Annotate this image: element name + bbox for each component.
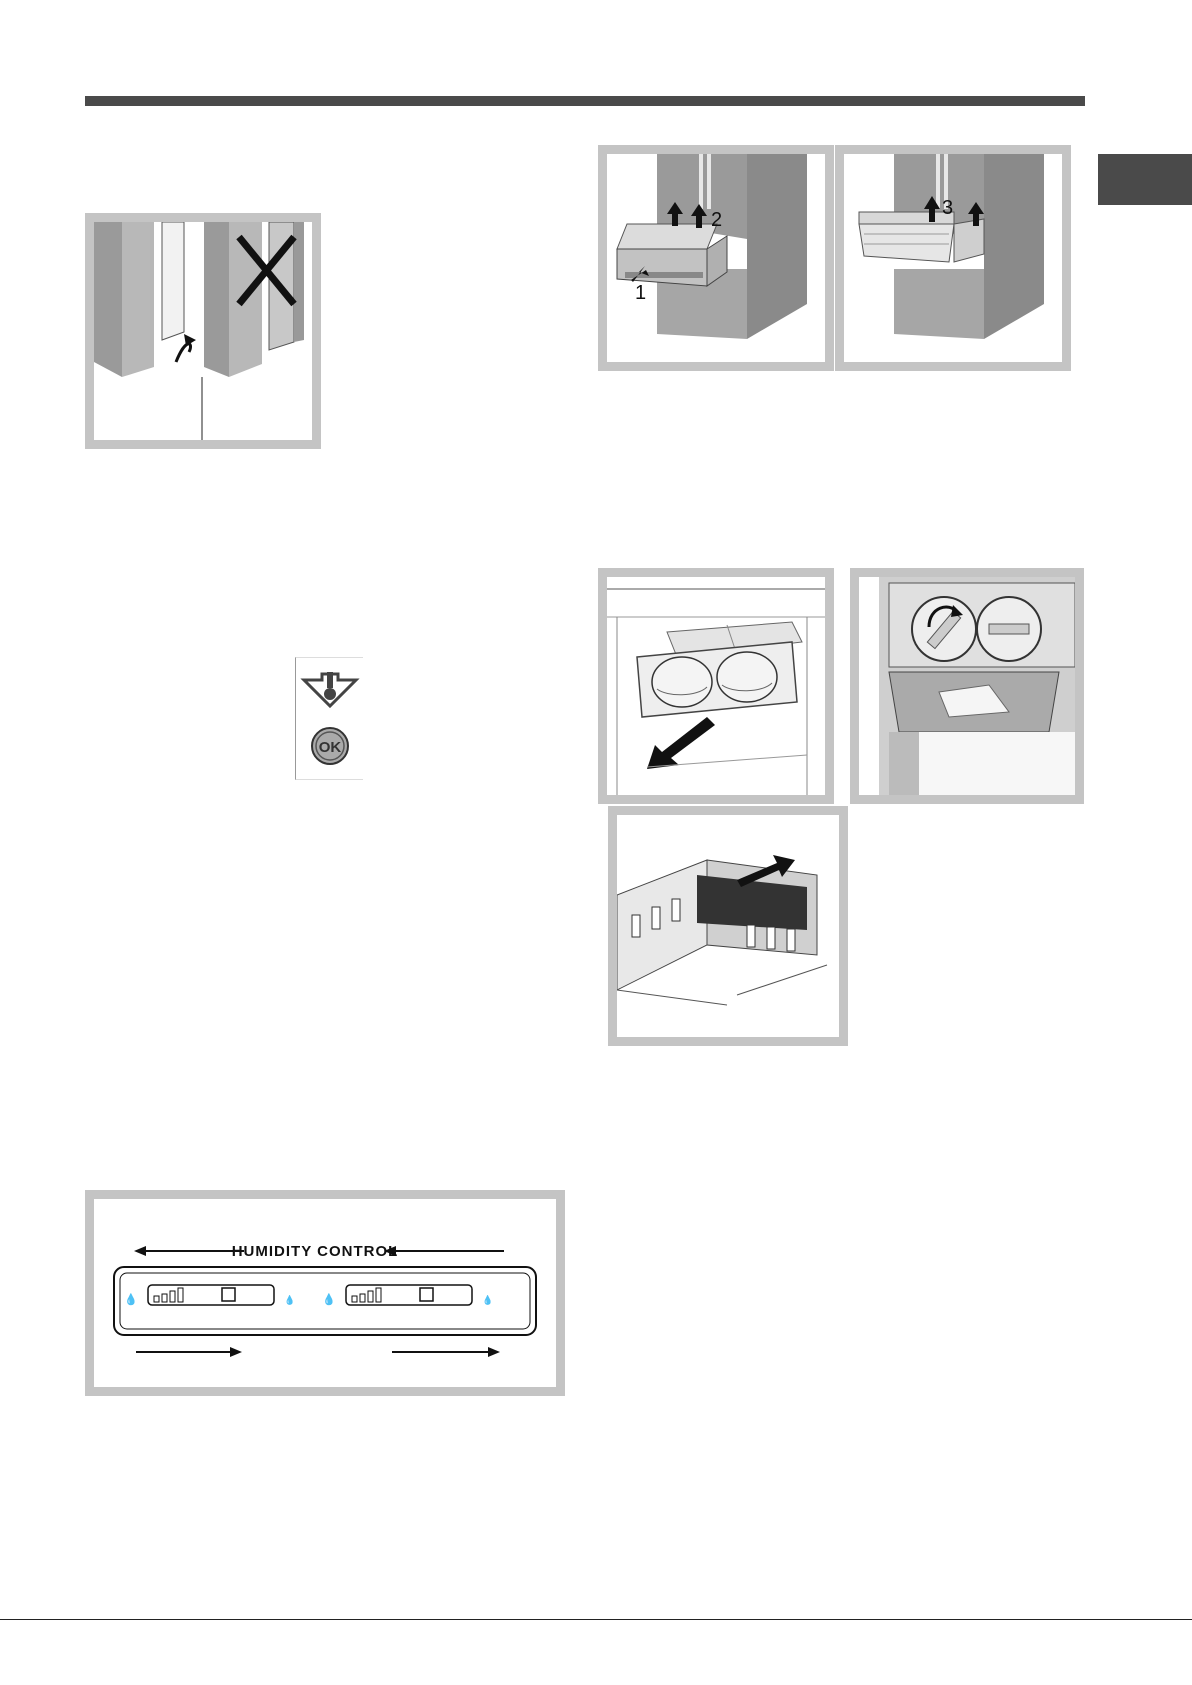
ice-maker-knob-figure [850, 568, 1084, 804]
language-tab [1098, 154, 1192, 205]
water-drops-icon: 💧 [124, 1293, 138, 1306]
ice-tray-figure [598, 568, 834, 804]
ok-button-icon: OK [312, 728, 348, 764]
step-label-3: 3 [942, 197, 953, 219]
door-flap-illustration [94, 222, 312, 440]
ice-tray-illustration [607, 577, 825, 795]
humidity-control-figure: HUMIDITY CONTROL 💧 💧 💧 💧 [85, 1190, 565, 1396]
ice-bin-figure [608, 806, 848, 1046]
top-rule [85, 96, 1085, 106]
alarm-temperature-icon [304, 672, 356, 706]
drawer-removal-figure-2: 3 [835, 145, 1071, 371]
step-label-2: 2 [711, 209, 722, 231]
drawer-removal-figure-1: 2 1 [598, 145, 834, 371]
humidity-control-title: HUMIDITY CONTROL [232, 1243, 399, 1260]
ice-bin-illustration [617, 815, 839, 1037]
humidity-control-illustration: HUMIDITY CONTROL 💧 💧 💧 💧 [94, 1199, 556, 1387]
water-drops-icon: 💧 [322, 1293, 336, 1306]
ice-maker-knob-illustration [859, 577, 1075, 795]
step-label-1: 1 [635, 282, 646, 304]
footer-rule [0, 1619, 1192, 1620]
water-drop-icon: 💧 [482, 1294, 493, 1305]
drawer-removal-illustration-1: 2 1 [607, 154, 825, 362]
door-flap-figure [85, 213, 321, 449]
drawer-removal-illustration-2: 3 [844, 154, 1062, 362]
control-panel-icons: OK [295, 657, 363, 780]
water-drop-icon: 💧 [284, 1294, 295, 1305]
ok-label: OK [319, 739, 342, 756]
